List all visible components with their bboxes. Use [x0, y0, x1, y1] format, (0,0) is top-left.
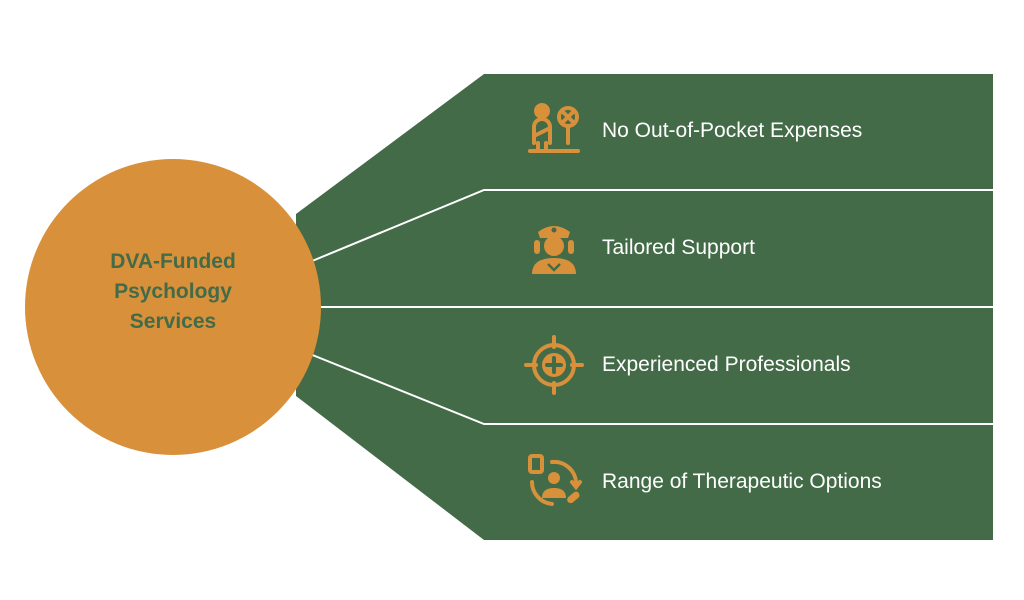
list-item-experienced-professionals: Experienced Professionals [522, 335, 992, 395]
center-circle [25, 159, 321, 455]
center-title-box: DVA-Funded Psychology Services [30, 232, 316, 352]
list-item-no-out-of-pocket: No Out-of-Pocket Expenses [522, 101, 992, 161]
item-label-no-out-of-pocket: No Out-of-Pocket Expenses [602, 119, 863, 142]
list-item-therapeutic-options: Range of Therapeutic Options [522, 452, 992, 512]
center-title: DVA-Funded Psychology Services [110, 250, 236, 333]
item-label-tailored-support: Tailored Support [602, 236, 755, 259]
item-label-experienced-professionals: Experienced Professionals [602, 353, 851, 376]
medical-target-icon [522, 333, 586, 397]
support-worker-icon [522, 216, 586, 280]
list-item-tailored-support: Tailored Support [522, 218, 992, 278]
divider-line-3 [299, 349, 993, 425]
item-label-therapeutic-options: Range of Therapeutic Options [602, 470, 882, 493]
person-seated-with-sign-icon [522, 99, 586, 163]
divider-line-1 [299, 189, 993, 267]
patient-cycle-icon [522, 450, 586, 514]
